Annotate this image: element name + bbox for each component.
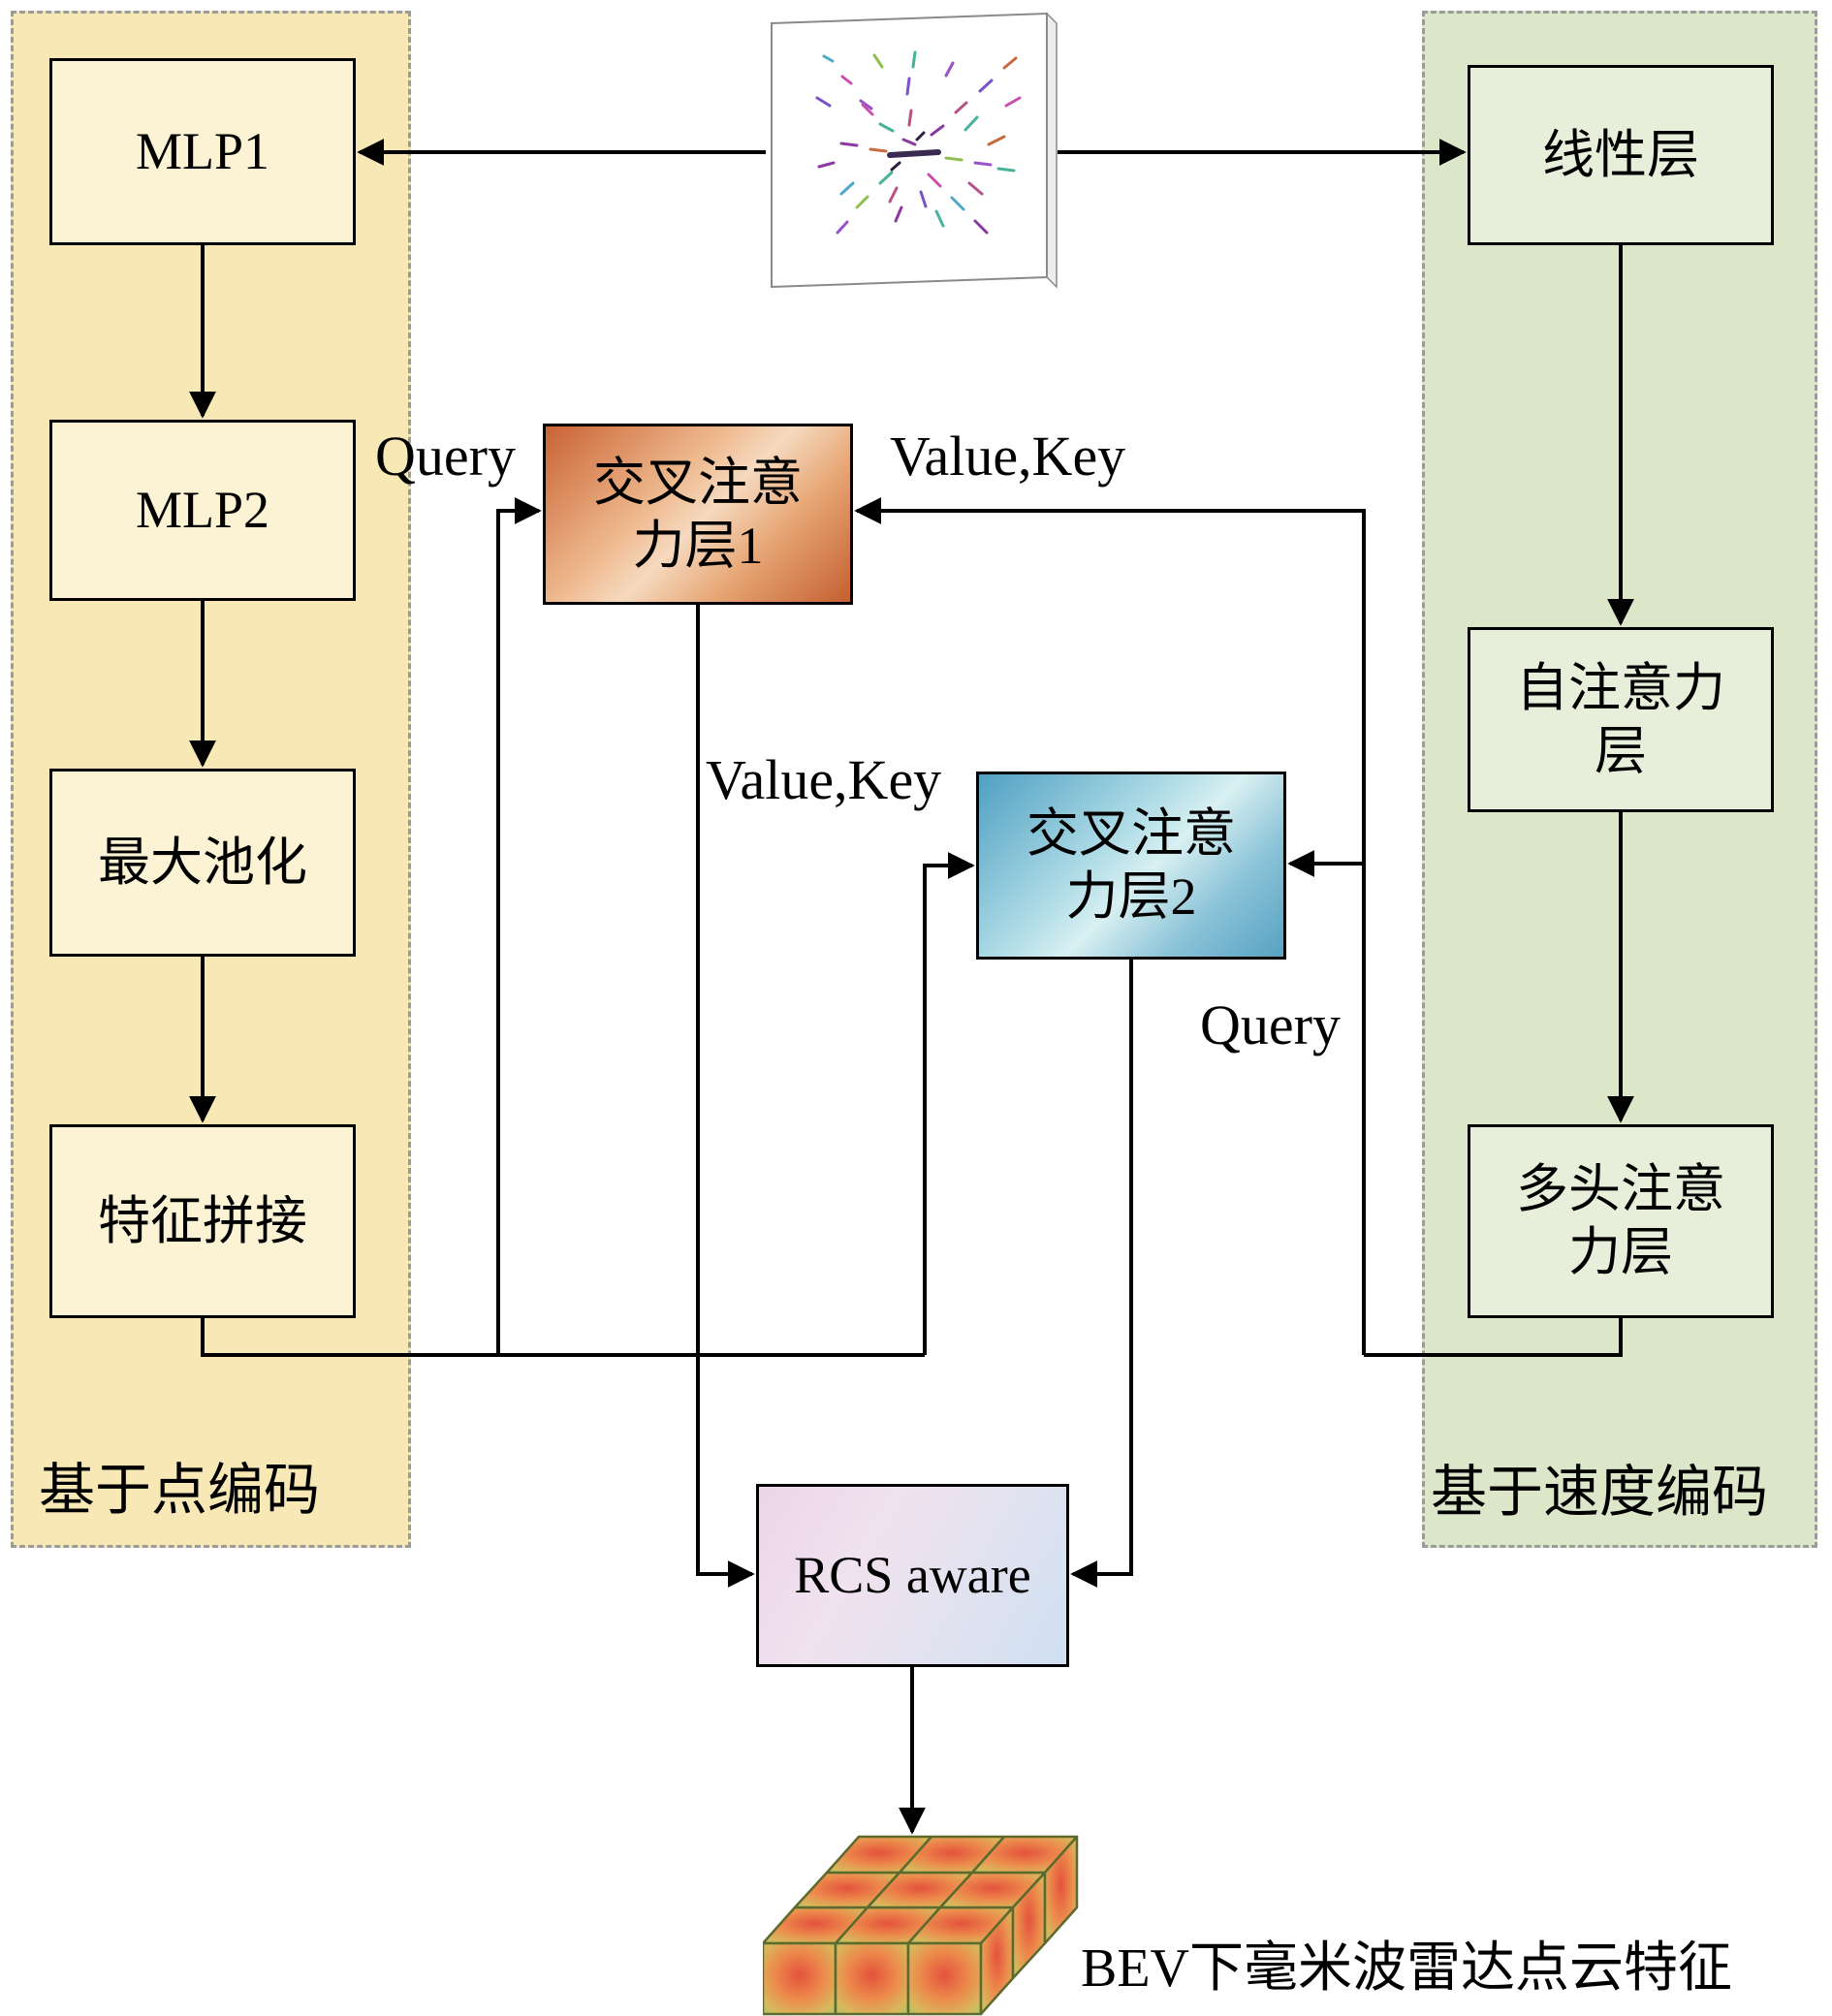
mlp2-box: MLP2 — [49, 420, 356, 601]
rcs-aware-box: RCS aware — [756, 1484, 1069, 1667]
bev-output-label: BEV下毫米波雷达点云特征 — [1081, 1938, 1732, 1999]
radar-point-cloud-image — [771, 12, 1058, 289]
linear-layer-box: 线性层 — [1468, 65, 1774, 245]
query-label-cross1: Query — [375, 425, 516, 488]
bev-feature-cube-icon — [763, 1835, 1079, 2016]
max-pooling-box: 最大池化 — [49, 769, 356, 957]
cross-attention-2-box: 交叉注意 力层2 — [976, 772, 1286, 960]
feature-concat-box: 特征拼接 — [49, 1124, 356, 1318]
query-label-cross2: Query — [1200, 993, 1341, 1056]
self-attention-box: 自注意力 层 — [1468, 627, 1774, 812]
point-encoding-label: 基于点编码 — [39, 1459, 321, 1522]
velocity-encoding-label: 基于速度编码 — [1431, 1461, 1769, 1524]
value-key-label-cross1: Value,Key — [890, 425, 1126, 488]
cross-attention-1-box: 交叉注意 力层1 — [543, 424, 853, 605]
value-key-label-cross2: Value,Key — [706, 748, 942, 811]
multihead-attention-box: 多头注意 力层 — [1468, 1124, 1774, 1318]
mlp1-box: MLP1 — [49, 58, 356, 245]
